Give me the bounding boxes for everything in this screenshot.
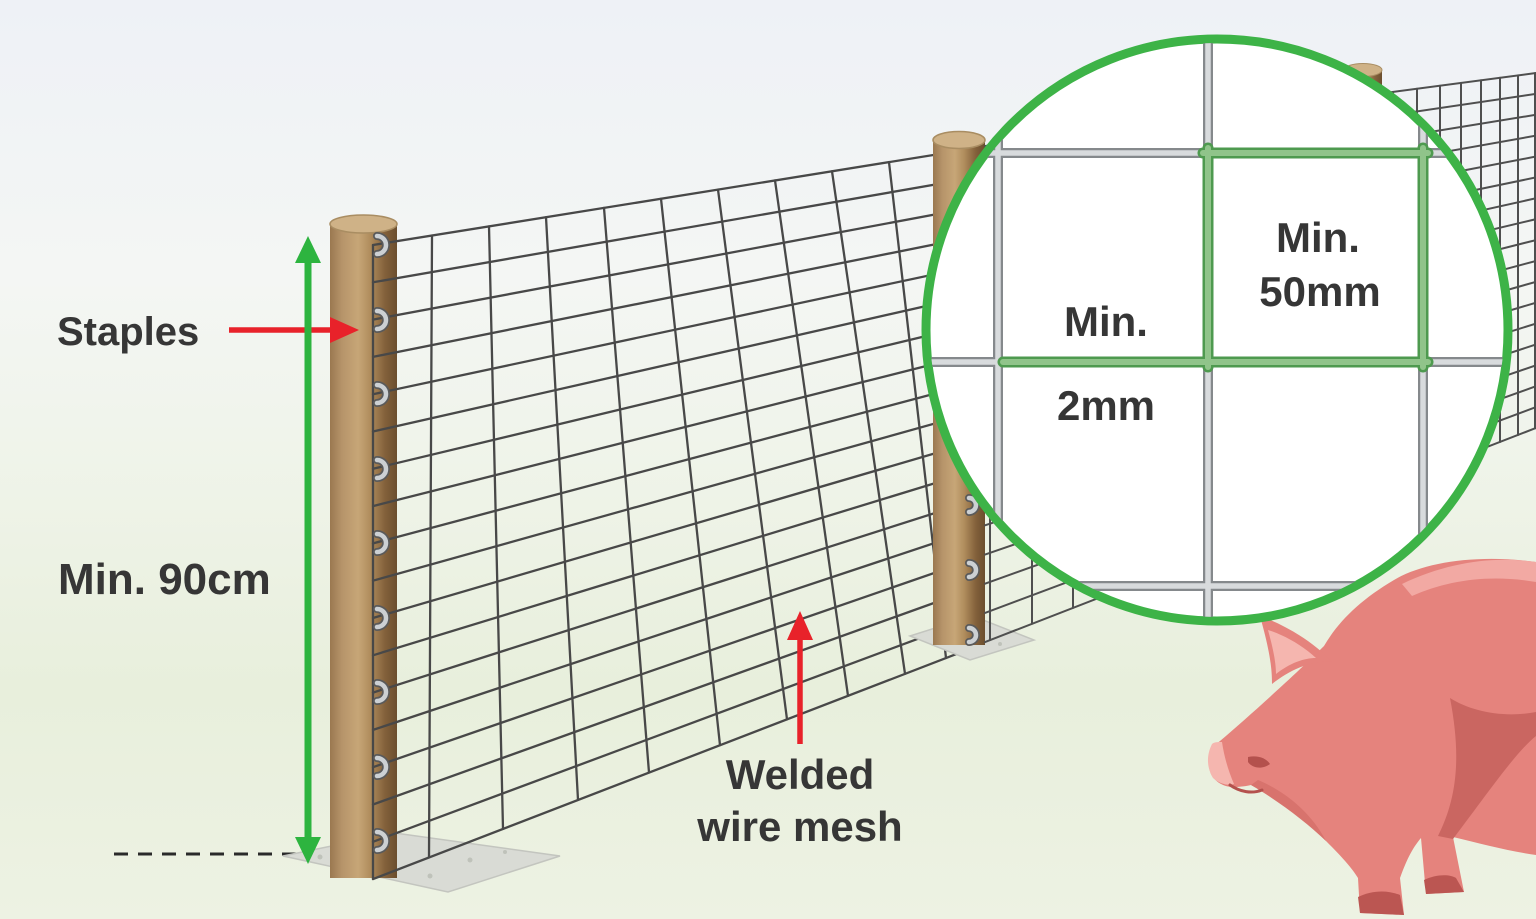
staple-icon bbox=[374, 755, 389, 779]
staple-icon bbox=[374, 382, 389, 406]
mesh-label-line2: wire mesh bbox=[696, 803, 902, 850]
staple-icon bbox=[374, 829, 389, 853]
pig-nostril bbox=[1248, 756, 1270, 768]
pig-neck-shade bbox=[1251, 780, 1326, 841]
staples-label: Staples bbox=[57, 310, 199, 354]
staples-middle-post bbox=[965, 494, 980, 646]
wire-thickness-label-line1: Min. bbox=[1064, 298, 1148, 345]
staples-arrow-icon bbox=[229, 317, 359, 343]
staple-icon bbox=[374, 233, 389, 257]
mesh-opening-label-line2: 50mm bbox=[1259, 268, 1380, 315]
mesh-opening-label-line1: Min. bbox=[1276, 214, 1360, 261]
wire-thickness-label-line2: 2mm bbox=[1057, 382, 1155, 429]
staple-icon bbox=[374, 531, 389, 555]
magnifier-circle bbox=[921, 34, 1513, 626]
mesh-arrow-icon bbox=[787, 611, 813, 744]
height-measure-arrow-icon bbox=[295, 236, 321, 864]
staple-icon bbox=[966, 560, 979, 580]
min-height-label: Min. 90cm bbox=[58, 555, 271, 604]
post-top bbox=[329, 214, 398, 234]
staple-icon bbox=[374, 680, 389, 704]
pig-snout bbox=[1207, 742, 1234, 785]
pig-ear-inner bbox=[1268, 630, 1316, 674]
pig-mouth bbox=[1228, 783, 1264, 794]
staple-icon bbox=[374, 606, 389, 630]
pig-hoof-far bbox=[1424, 875, 1464, 894]
annotations: Staples Min. 90cm Welded wire mesh Min. … bbox=[57, 214, 1381, 864]
staples-left-post bbox=[373, 232, 390, 854]
staple-icon bbox=[374, 457, 389, 481]
pig-illustration bbox=[1207, 558, 1536, 915]
pig-shoulder-shade bbox=[1438, 698, 1536, 839]
highlight-cell bbox=[997, 142, 1434, 373]
staple-icon bbox=[966, 495, 979, 515]
mesh-label-line1: Welded bbox=[726, 751, 875, 798]
staple-icon bbox=[966, 625, 979, 645]
staple-icon bbox=[374, 308, 389, 332]
pig-back-highlight bbox=[1402, 559, 1536, 596]
post-top bbox=[932, 130, 986, 150]
pig-hoof-near bbox=[1358, 891, 1404, 915]
